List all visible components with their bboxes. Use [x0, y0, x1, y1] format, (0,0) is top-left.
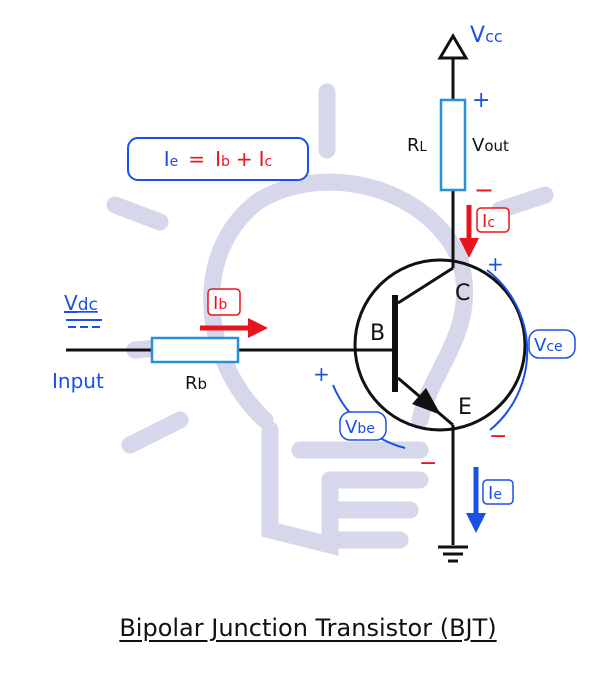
- ib-arrow: [200, 318, 268, 338]
- base-resistor-body: [150, 336, 240, 364]
- vce-arc: [486, 269, 529, 431]
- rl-minus-sign: −: [474, 176, 494, 204]
- base-resistor-label: Rb: [185, 373, 207, 394]
- vbe-minus-sign: −: [419, 451, 437, 476]
- ib-label-box: [207, 288, 241, 316]
- collector-terminal-label: C: [455, 281, 470, 306]
- vout-label: Vout: [472, 135, 509, 156]
- ground-icon: [438, 545, 468, 563]
- emitter-terminal-label: E: [458, 395, 472, 420]
- collector-lead: [397, 266, 454, 305]
- vce-plus-sign: +: [487, 252, 504, 276]
- input-label: Input: [52, 369, 104, 393]
- vce-minus-sign: −: [489, 424, 507, 449]
- vdc-label: Vdc: [64, 291, 98, 315]
- vce-label-box: [528, 329, 576, 359]
- vcc-label: Vcc: [470, 23, 503, 48]
- equation-box: [127, 137, 309, 181]
- dc-symbol-icon: [66, 319, 102, 328]
- transistor-circle: [353, 258, 527, 432]
- emitter-arrowhead: [412, 388, 441, 415]
- ic-label-box: [476, 207, 510, 233]
- vbe-label-box: [339, 411, 387, 441]
- vcc-triangle-icon: [437, 33, 469, 60]
- load-resistor-body: [439, 98, 467, 192]
- kcl-equation: Ie=Ib+Ic: [164, 147, 272, 171]
- rl-plus-sign: +: [472, 88, 490, 113]
- ie-arrow: [466, 467, 486, 533]
- vce-label: Vce: [534, 335, 563, 356]
- ib-label: Ib: [213, 293, 227, 314]
- vbe-label: Vbe: [345, 417, 375, 438]
- ic-label: Ic: [482, 211, 495, 232]
- base-terminal-label: B: [370, 321, 385, 346]
- ie-label-box: [482, 479, 514, 505]
- diagram-caption: Bipolar Junction Transistor (BJT): [119, 614, 497, 642]
- ie-label: Ie: [488, 483, 502, 504]
- vbe-plus-sign: +: [313, 362, 330, 386]
- circuit-wires: [66, 58, 455, 545]
- ic-arrow: [459, 205, 479, 258]
- load-resistor-label: RL: [407, 135, 428, 156]
